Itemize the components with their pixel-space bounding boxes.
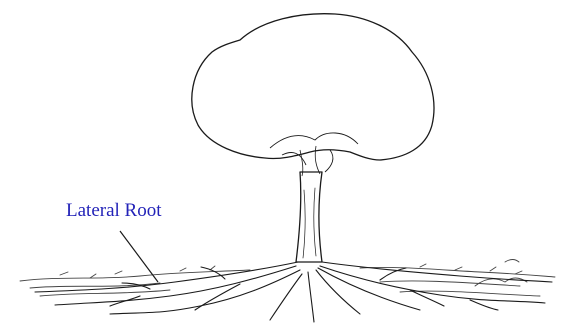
ground-surface bbox=[20, 260, 555, 297]
label-leader-line bbox=[120, 231, 158, 282]
lateral-roots bbox=[35, 262, 552, 322]
lateral-root-label: Lateral Root bbox=[66, 201, 162, 220]
tree-trunk bbox=[296, 172, 322, 262]
tree-crown bbox=[192, 14, 434, 176]
